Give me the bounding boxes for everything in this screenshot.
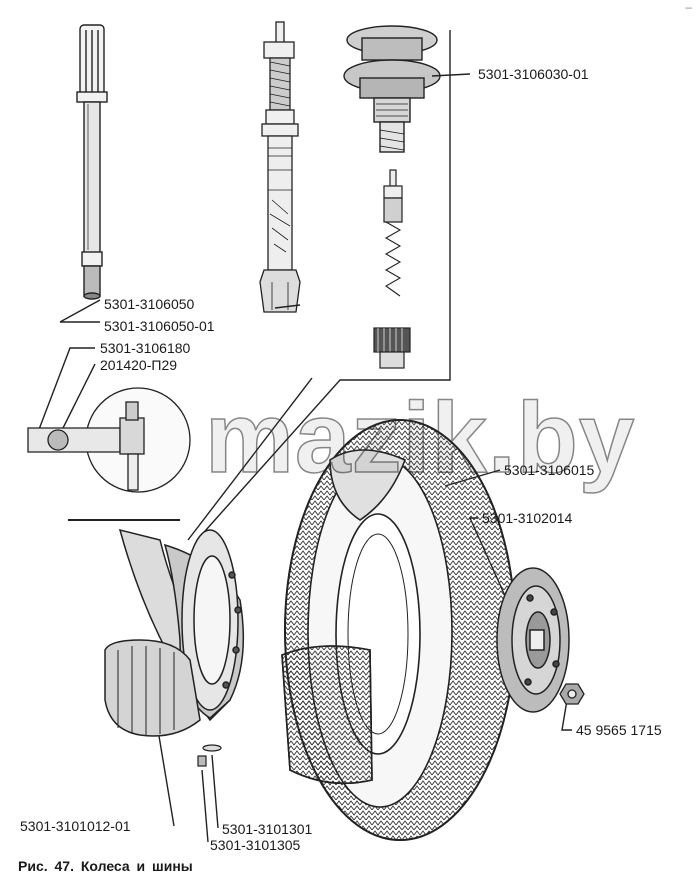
wheel-rim [68,519,245,737]
rim-bolts [197,744,222,767]
flap-disc [496,567,570,713]
watermark: mazik.by [204,382,636,494]
label-flap: 5301-3102014 [482,510,573,526]
label-rim: 5301-3101012-01 [20,818,131,834]
wheel-nut [559,683,585,705]
valve-stem [259,21,301,313]
label-bolt-2: 5301-3101305 [210,837,301,853]
tyre [281,419,516,841]
label-bolt-1: 5301-3101301 [222,821,313,837]
label-extension-01: 5301-3106050-01 [104,318,215,334]
label-extension: 5301-3106050 [104,296,195,312]
figure-caption: Рис. 47. Колеса и шины [18,858,193,874]
label-valve-cap-01: 5301-3106030-01 [478,66,589,82]
label-nut-2: 45 9565 1715 [576,722,662,738]
label-inner-tube: 5301-3106015 [504,462,595,478]
extension-tube [76,24,108,300]
label-valve-assembly: 5301-3106180 [100,340,191,356]
corner-mark: – [685,0,692,14]
label-nut: 201420-П29 [100,357,178,373]
valve-core [373,169,411,369]
detail-circle [27,387,191,493]
valve-cap [343,25,441,153]
